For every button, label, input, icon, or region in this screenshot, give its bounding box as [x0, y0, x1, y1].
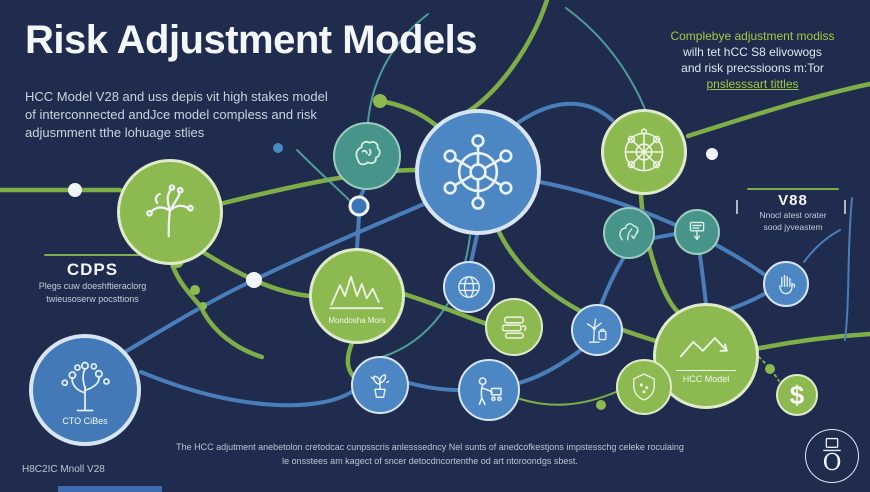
subtitle-line-3: adjusmment tthe lohuage stlies	[25, 125, 205, 140]
brain-icon	[355, 140, 381, 166]
shield-node	[616, 359, 672, 415]
mountains-node: Mondosha Mors	[309, 248, 405, 344]
funnel-node	[674, 209, 720, 255]
network-hub-icon	[443, 134, 513, 210]
brand-logo-letter: O	[822, 450, 842, 476]
v88-title: V88	[778, 192, 808, 209]
hcc-model-label: HCC Model	[682, 374, 730, 384]
curly-tree-icon	[61, 361, 110, 411]
globe-node	[443, 261, 495, 313]
cdps-line-2: twieusoserw pocsttions	[46, 294, 139, 304]
subtitle-line-2: of interconnected andJce model compless …	[25, 107, 317, 122]
page-subtitle: HCC Model V28 and uss depis vit high sta…	[25, 88, 328, 142]
turbine-node	[571, 304, 623, 356]
v88-label-block: V88 Nnocl atest orater sood jyveastem	[733, 192, 853, 233]
compass-wheel-icon	[624, 128, 664, 172]
v88-tick-marks	[736, 200, 846, 214]
hcc-model-divider	[676, 370, 736, 371]
bottom-accent-strip	[58, 486, 162, 492]
laptop-icon	[823, 437, 841, 452]
dollar-sign-icon: $	[789, 380, 805, 410]
v88-line-2: sood jyveastem	[763, 222, 823, 232]
subtitle-line-1: HCC Model V28 and uss depis vit high sta…	[25, 89, 328, 104]
hub-node	[415, 109, 541, 235]
radar-node	[601, 109, 687, 195]
document-stack-icon	[501, 316, 527, 339]
top-right-caption: Complebye adjustment modiss wilh tet hCC…	[640, 28, 865, 92]
brand-logo: O	[805, 429, 859, 483]
plant-node	[351, 356, 409, 414]
dollar-node: $	[776, 374, 818, 416]
top-right-line-3: and risk precssioons m:Tor	[681, 61, 824, 75]
footer-line-1: The HCC adjutment anebetolon cretodcac c…	[176, 442, 684, 452]
top-right-line-2: wilh tet hCC S8 elivowogs	[683, 45, 822, 59]
tree-icon	[146, 184, 194, 238]
top-right-line-1: Complebye adjustment modiss	[670, 29, 835, 43]
v88-line-1: Nnocl atest orater	[759, 210, 827, 220]
stack-node	[485, 298, 543, 356]
footer-line-2: le onsstees am kagect of sncer detocdnco…	[282, 456, 578, 466]
blue-thin-connectors	[803, 197, 853, 341]
junction-dots	[68, 94, 775, 410]
person-cart-node	[458, 359, 520, 421]
tree-node	[117, 159, 223, 265]
cdps-title: CDPS	[66, 260, 119, 279]
cto-label: CTO CiBes	[62, 415, 108, 426]
brain-node	[333, 122, 401, 190]
cdps-label-block: CDPS Plegs cuw doeshftieraclorg twieusos…	[20, 260, 165, 306]
globe-icon	[458, 276, 480, 298]
cdps-line-1: Plegs cuw doeshftieraclorg	[38, 281, 147, 291]
mountain-peaks-icon	[329, 275, 384, 310]
plant-check-node	[603, 207, 655, 259]
mountains-label: Mondosha Mors	[328, 316, 386, 325]
top-right-link[interactable]: pnslesssart tittles	[706, 77, 799, 91]
trend-arrow-icon	[679, 337, 728, 358]
document-download-icon	[689, 221, 705, 241]
raised-hand-icon	[779, 274, 796, 295]
potted-plant-icon	[370, 374, 390, 398]
windmill-bag-icon	[586, 318, 607, 343]
person-cart-icon	[478, 377, 502, 406]
hand-node	[763, 261, 809, 307]
sprout-check-icon	[619, 223, 639, 241]
cto-node: CTO CiBes	[29, 334, 141, 446]
page-title: Risk Adjustment Models	[25, 18, 478, 62]
shield-icon	[633, 373, 655, 401]
footer-left-label: H8C2IC Mnoll V28	[22, 464, 105, 475]
